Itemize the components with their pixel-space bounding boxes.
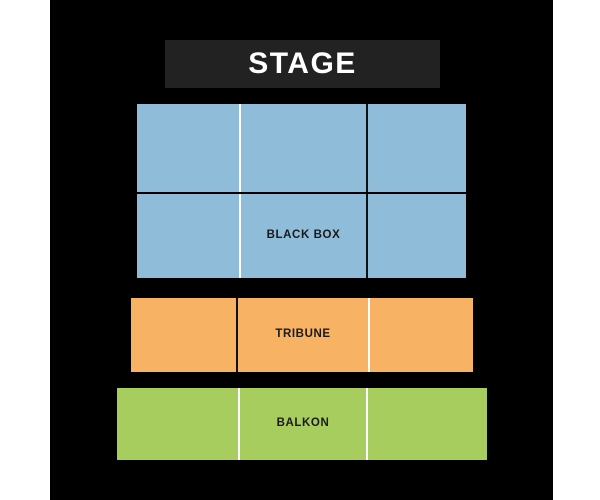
block-divider [368, 298, 370, 372]
section-tribune: TRIBUNE [131, 298, 473, 372]
tribune-block-right[interactable] [370, 298, 473, 372]
stage-block[interactable]: STAGE [165, 40, 440, 88]
black-box-row-bottom: BLACK BOX [137, 193, 466, 278]
tribune-block-left[interactable] [131, 298, 236, 372]
section-label-black-box: BLACK BOX [266, 229, 341, 242]
block-divider [366, 193, 368, 278]
black-box-row-top [137, 104, 466, 192]
balkon-block-left[interactable] [117, 388, 238, 460]
black-box-block-bottom-left[interactable] [137, 193, 239, 278]
black-box-block-top-right[interactable] [368, 104, 466, 192]
black-box-row-divider [137, 191, 466, 194]
balkon-block-center[interactable]: BALKON [240, 388, 366, 460]
block-divider [239, 193, 241, 278]
black-box-block-top-center[interactable] [241, 104, 366, 192]
balkon-block-right[interactable] [368, 388, 487, 460]
block-divider [366, 388, 368, 460]
block-divider [238, 388, 240, 460]
section-black-box: BLACK BOX [137, 104, 466, 278]
black-box-block-bottom-right[interactable] [368, 193, 466, 278]
tribune-block-center[interactable]: TRIBUNE [238, 298, 368, 372]
stage-label: STAGE [248, 47, 357, 80]
section-balkon: BALKON [117, 388, 487, 460]
section-label-tribune: TRIBUNE [275, 328, 331, 341]
section-label-balkon: BALKON [276, 417, 330, 430]
black-box-block-bottom-center[interactable]: BLACK BOX [241, 193, 366, 278]
block-divider [366, 104, 368, 192]
block-divider [239, 104, 241, 192]
block-divider [236, 298, 238, 372]
black-box-block-top-left[interactable] [137, 104, 239, 192]
seating-chart-canvas: STAGE BLACK BOX [50, 0, 553, 500]
